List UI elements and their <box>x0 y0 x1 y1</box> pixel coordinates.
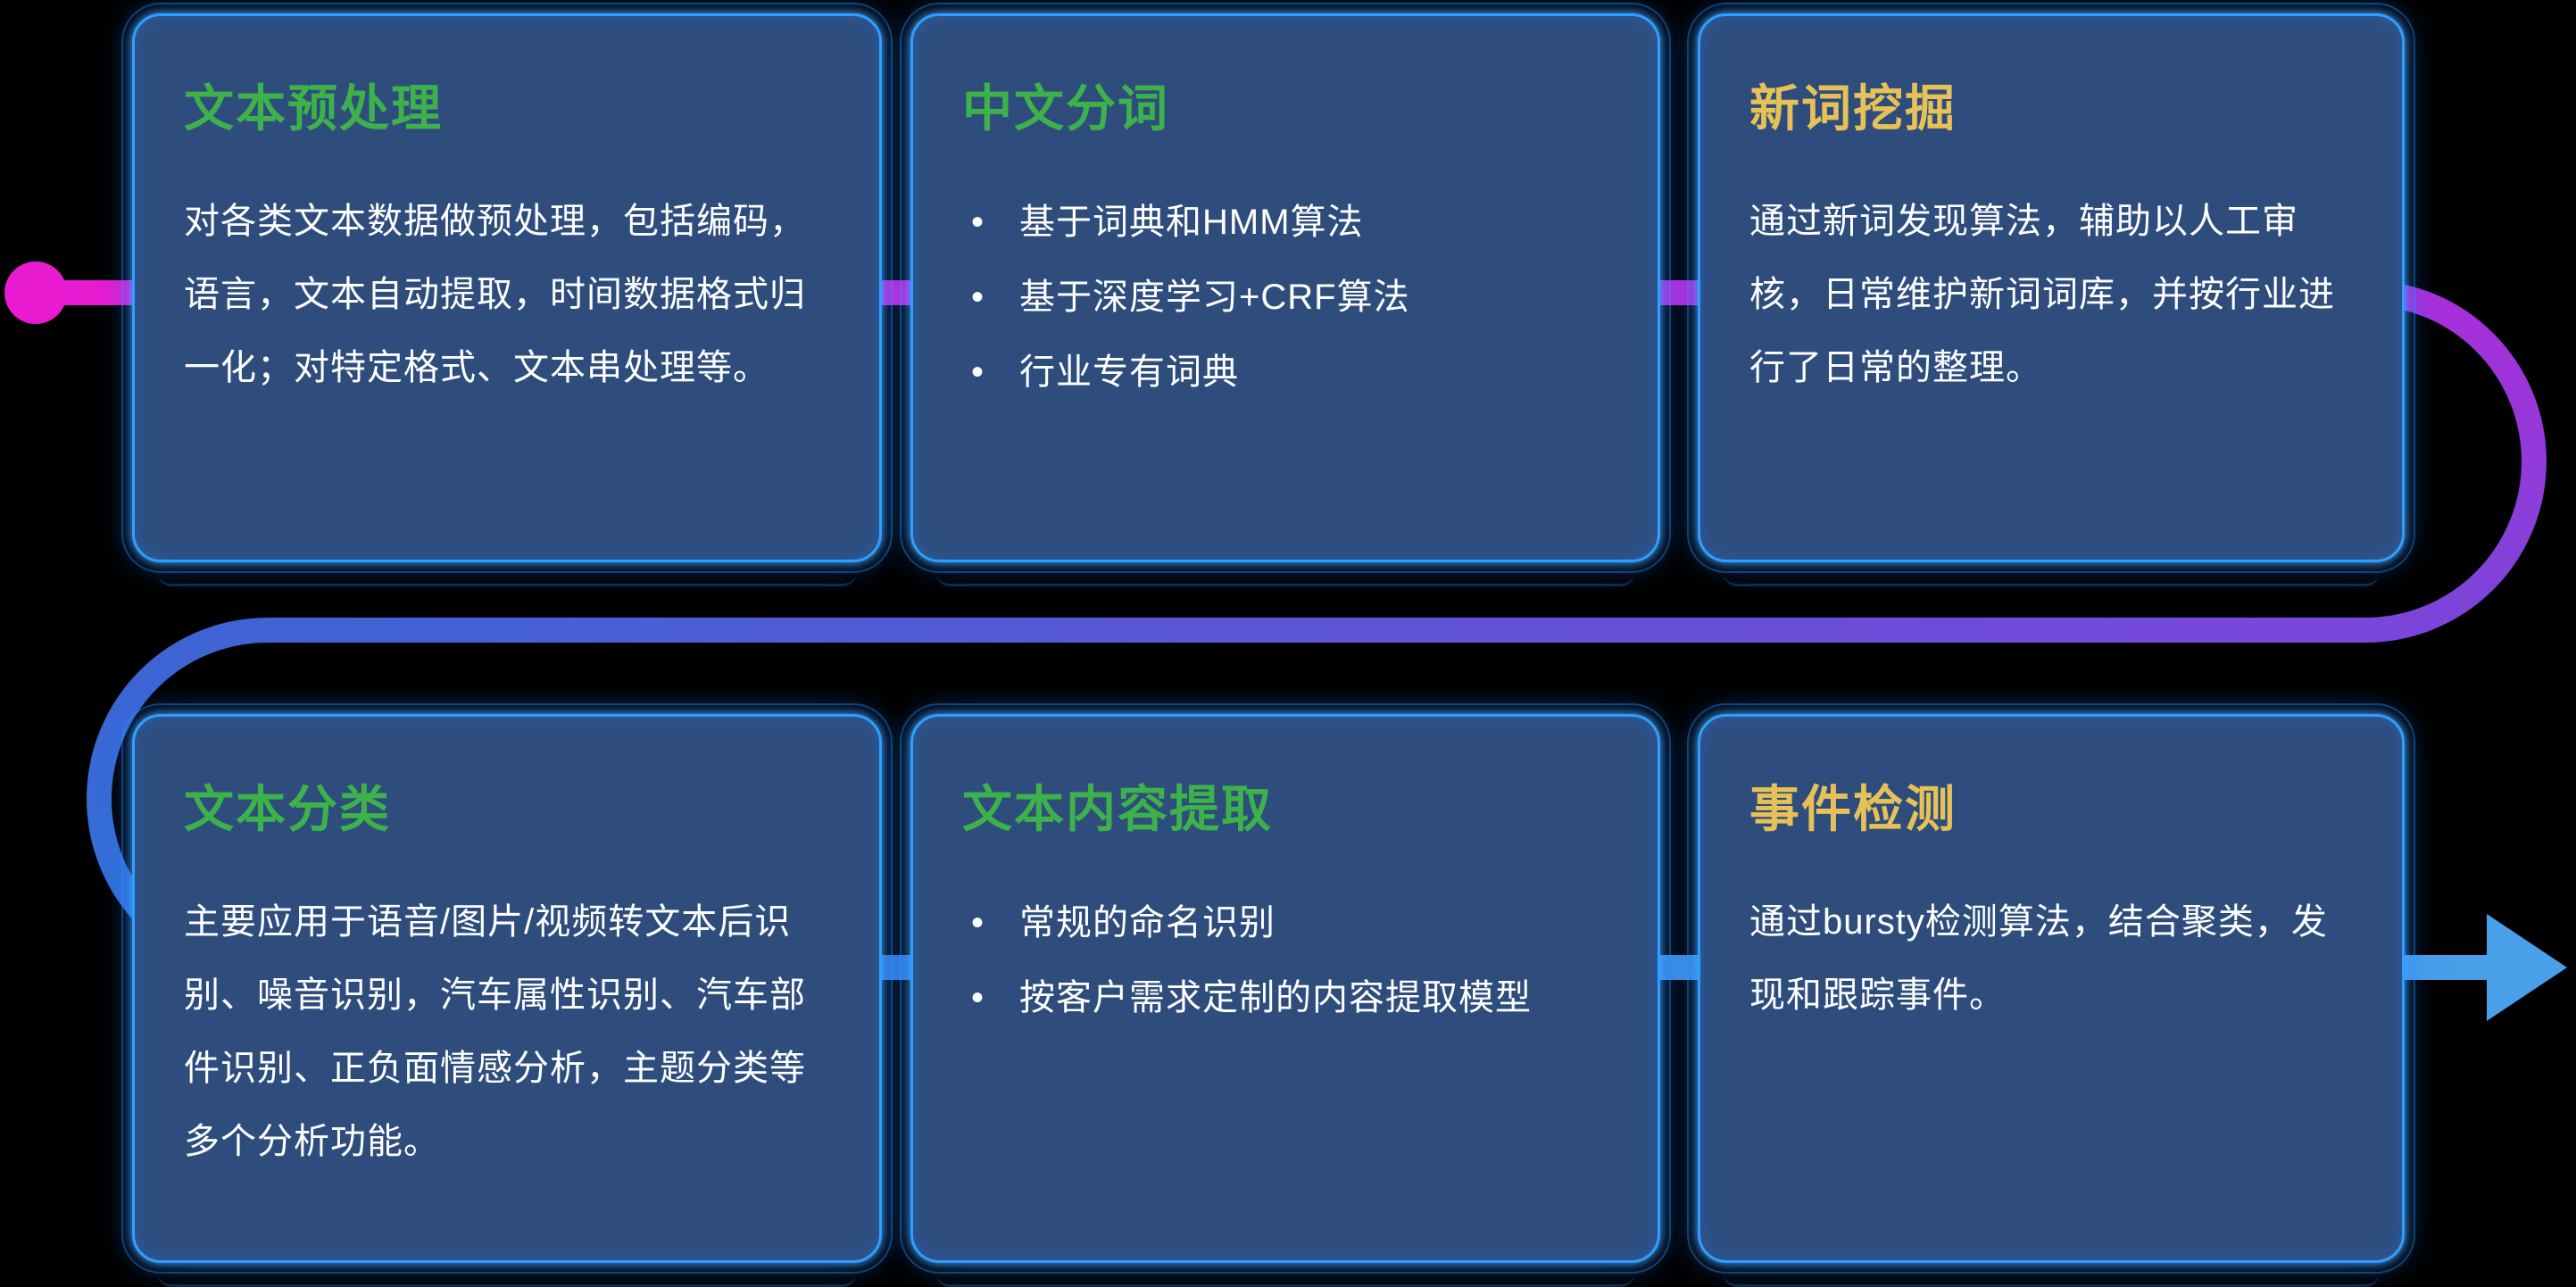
card-bullet-list: 常规的命名识别 按客户需求定制的内容提取模型 <box>962 885 1608 1035</box>
bullet-item: 基于深度学习+CRF算法 <box>962 260 1608 335</box>
card-title: 文本内容提取 <box>962 781 1273 837</box>
card-title: 中文分词 <box>962 80 1169 137</box>
card-body: 通过bursty检测算法，结合聚类，发现和跟踪事件。 <box>1749 902 2328 1016</box>
bullet-item: 按客户需求定制的内容提取模型 <box>962 960 1608 1035</box>
card-title: 文本分类 <box>184 781 391 837</box>
bullet-item: 行业专有词典 <box>962 335 1608 410</box>
card-body: 主要应用于语音/图片/视频转文本后识别、噪音识别，汽车属性识别、汽车部件识别、正… <box>184 902 806 1162</box>
card-chinese-word-segmentation: 中文分词 基于词典和HMM算法 基于深度学习+CRF算法 行业专有词典 <box>900 3 1671 586</box>
card-new-word-mining: 新词挖掘 通过新词发现算法，辅助以人工审核，日常维护新词词库，并按行业进行了日常… <box>1687 3 2415 586</box>
card-title: 事件检测 <box>1749 781 1957 837</box>
card-text-classification: 文本分类 主要应用于语音/图片/视频转文本后识别、噪音识别，汽车属性识别、汽车部… <box>121 703 893 1287</box>
flow-curve-right <box>2364 280 2547 643</box>
card-text-preprocessing: 文本预处理 对各类文本数据做预处理，包括编码，语言，文本自动提取，时间数据格式归… <box>121 3 893 586</box>
card-body: 通过新词发现算法，辅助以人工审核，日常维护新词词库，并按行业进行了日常的整理。 <box>1749 202 2335 388</box>
card-event-detection: 事件检测 通过bursty检测算法，结合聚类，发现和跟踪事件。 <box>1687 703 2415 1287</box>
bullet-item: 基于词典和HMM算法 <box>962 185 1608 260</box>
card-bullet-list: 基于词典和HMM算法 基于深度学习+CRF算法 行业专有词典 <box>962 185 1608 410</box>
flow-arrow-icon <box>2487 914 2567 1021</box>
card-title: 新词挖掘 <box>1749 80 1957 137</box>
bullet-item: 常规的命名识别 <box>962 885 1608 960</box>
card-text-content-extraction: 文本内容提取 常规的命名识别 按客户需求定制的内容提取模型 <box>900 703 1671 1287</box>
card-body: 对各类文本数据做预处理，包括编码，语言，文本自动提取，时间数据格式归一化；对特定… <box>184 202 806 388</box>
card-title: 文本预处理 <box>184 80 443 137</box>
